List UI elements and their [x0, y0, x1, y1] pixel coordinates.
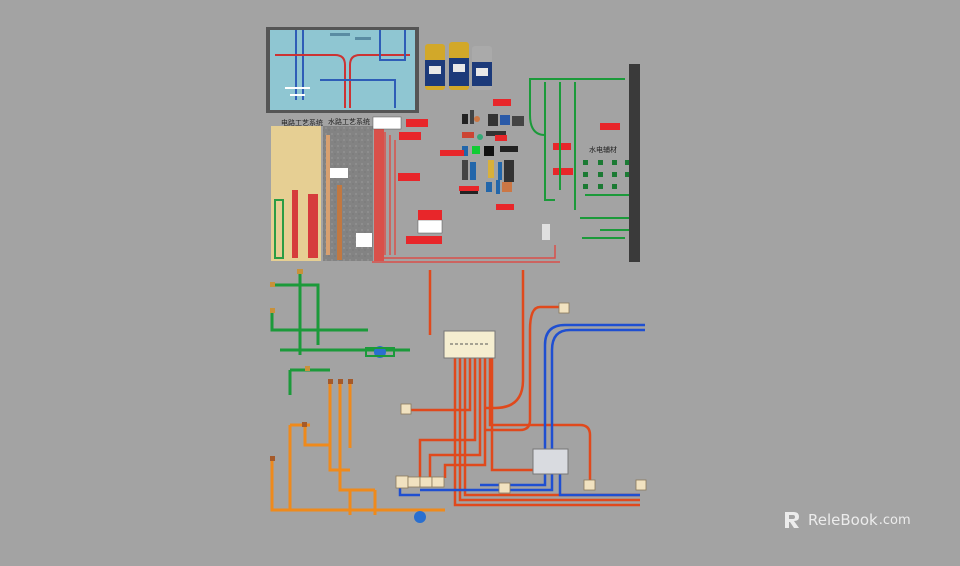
- process-panels: [271, 126, 384, 261]
- watermark-brand: ReleBook: [808, 511, 878, 529]
- red-wiring: [410, 270, 640, 507]
- water-meter-bottom: [414, 511, 426, 523]
- tools-cluster: [460, 110, 524, 194]
- paint-cans: [425, 42, 492, 90]
- electrical-system-label: 电路工艺系统: [281, 119, 323, 127]
- blue-wiring: [398, 323, 645, 497]
- plumbing-system-label: 水路工艺系统: [328, 118, 370, 126]
- green-plumbing-top: [529, 78, 630, 239]
- orange-pipe-valves: [270, 379, 353, 461]
- water-meter-top: [365, 346, 395, 358]
- outlet-boxes: [395, 302, 647, 494]
- electrical-panel-main: [443, 330, 496, 359]
- watermark-suffix: .com: [878, 512, 911, 528]
- green-pipe-network: [270, 272, 410, 395]
- relebook-watermark: ReleBook.com: [782, 508, 911, 532]
- orange-pipe-network: [270, 382, 445, 515]
- floor-plan-panel: [266, 27, 419, 113]
- black-conduit: [629, 64, 640, 262]
- small-fixture: [542, 224, 550, 240]
- electrical-panel-sub: [532, 448, 569, 475]
- materials-label: 水电辅材: [589, 146, 617, 154]
- green-fittings: [583, 160, 630, 189]
- relebook-logo-icon: [785, 512, 799, 528]
- red-tags: [398, 99, 620, 244]
- green-pipe-valves: [270, 269, 310, 371]
- wire-bundle: [372, 116, 560, 263]
